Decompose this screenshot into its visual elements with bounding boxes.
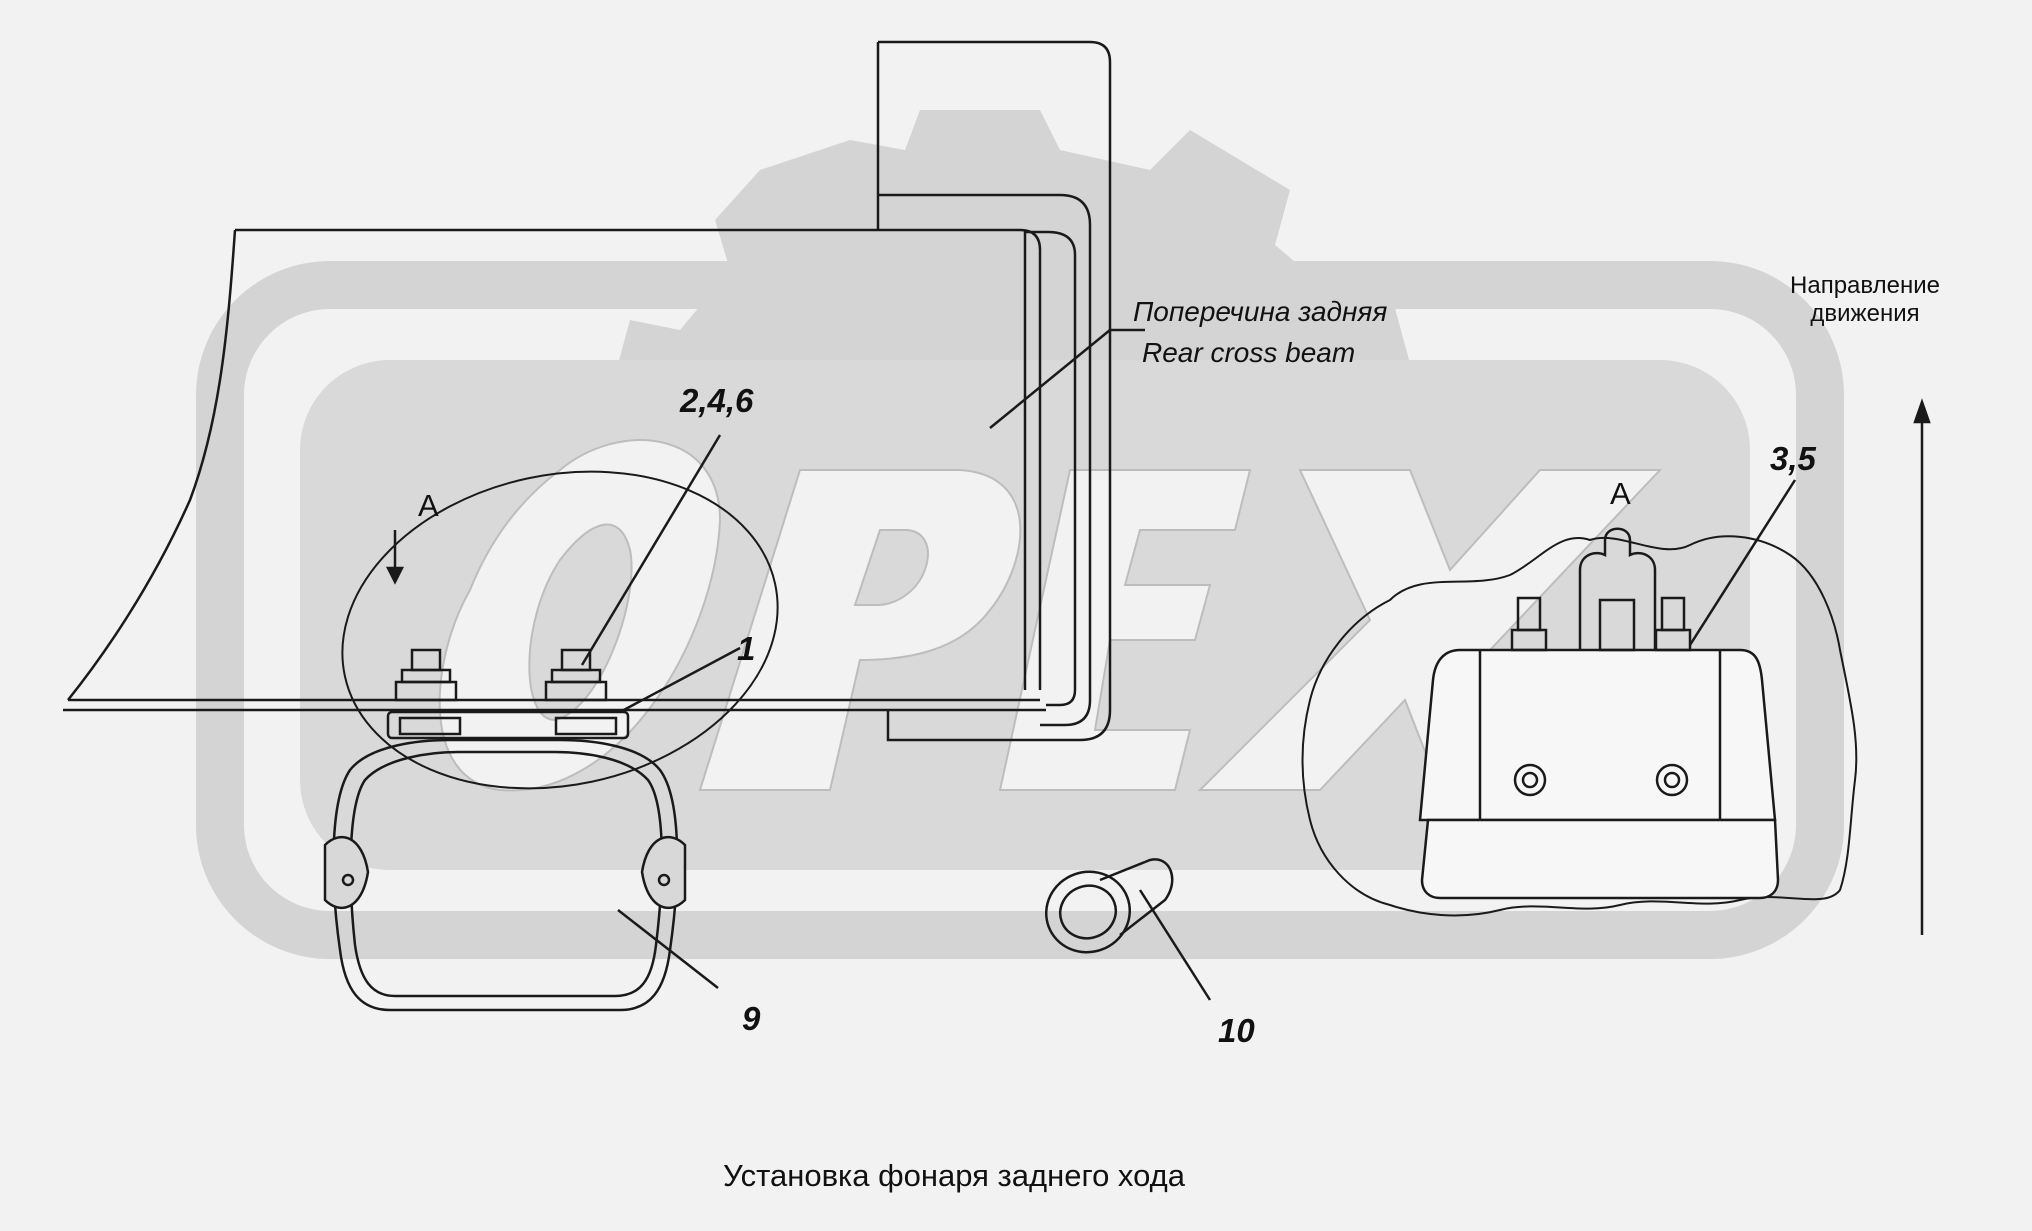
view-a-ellipse <box>341 470 779 790</box>
view-a-arrow <box>385 530 405 585</box>
rear-cross-beam <box>876 40 1112 742</box>
direction-label-line1: Направление <box>1790 272 1940 299</box>
direction-label-line2: движения <box>1810 300 1920 327</box>
beam-label-en: Rear cross beam <box>1142 337 1356 368</box>
callout-9: 9 <box>742 1000 761 1037</box>
leader-lines <box>580 328 1797 1001</box>
mounting-bolts-left <box>394 648 608 702</box>
callout-1: 1 <box>737 630 756 667</box>
callout-3-5: 3,5 <box>1770 440 1816 477</box>
watermark-letter-o <box>438 439 722 792</box>
beam-label-ru: Поперечина задняя <box>1133 296 1388 327</box>
view-a-break-outline <box>1301 535 1858 917</box>
callout-10: 10 <box>1218 1012 1255 1049</box>
direction-arrow <box>1913 398 1931 935</box>
view-a-label-left: А <box>418 488 439 523</box>
lamp-bulb <box>1044 858 1174 954</box>
view-a-lamp-body <box>1418 527 1780 900</box>
watermark-band-outer <box>196 261 1844 959</box>
view-a-detail <box>1301 535 1858 917</box>
figure-caption: Установка фонаря заднего хода <box>723 1158 1185 1193</box>
reverse-lamp-assembly <box>323 710 687 1012</box>
view-a-label-right: А <box>1610 476 1631 511</box>
watermark-letter-e <box>998 469 1252 791</box>
callout-2-4-6: 2,4,6 <box>680 382 754 419</box>
direction-label: Направление движения <box>1790 272 1940 328</box>
